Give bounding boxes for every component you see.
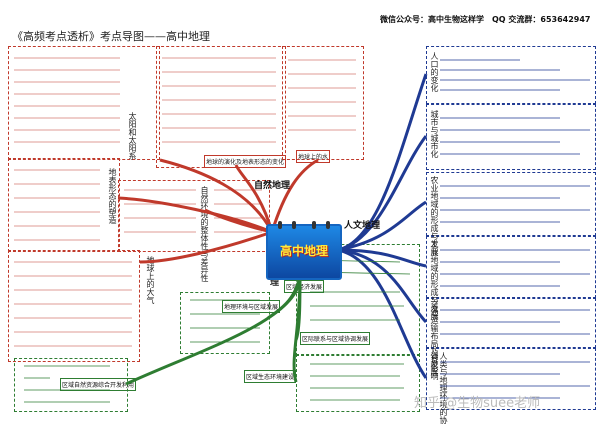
center-label: 高中地理 xyxy=(279,244,328,258)
calendar-ring xyxy=(312,221,316,229)
economy-box xyxy=(180,292,270,354)
calendar-ring xyxy=(278,221,282,229)
evolution-label: 地球的演化及地表形态的变化 xyxy=(204,155,287,168)
qq-text: QQ 交流群：653642947 xyxy=(492,15,591,24)
solar-label: 太阳和太阳系 xyxy=(128,112,137,160)
calendar-ring xyxy=(292,221,296,229)
water-box xyxy=(282,46,364,160)
sustain-box xyxy=(296,354,420,412)
page-title: 《高频考点透析》考点导图——高中地理 xyxy=(12,30,210,43)
transport-box xyxy=(426,298,596,348)
environment-label: 自然环境的整体性与差异性 xyxy=(200,186,209,282)
atmosphere-label: 地球上的大气 xyxy=(146,256,155,304)
relation-label: 区际联系与区域协调发展 xyxy=(300,332,371,345)
industry-box xyxy=(426,236,596,298)
agriculture-box xyxy=(426,172,596,236)
transport-label: 交通运输布局及其影响 xyxy=(430,300,439,380)
wechat-text: 微信公众号：高中生物这样学 xyxy=(380,15,484,24)
watermark: 知乎 @生物suee老师 xyxy=(414,396,541,411)
physical-branch-label: 自然地理 xyxy=(254,181,291,191)
landform-box xyxy=(8,158,120,252)
landform-label: 地表形态的塑造 xyxy=(108,168,117,224)
human-branch-label: 人文地理 xyxy=(344,221,381,231)
population-label: 人口的变化 xyxy=(430,52,439,92)
sustain-label: 地理环境与区域发展 xyxy=(222,300,281,313)
coordination-box xyxy=(426,348,596,410)
resources-box xyxy=(14,358,128,412)
city-label: 城市与城市化 xyxy=(430,110,439,158)
agriculture-label: 农业地域的形成与发展 xyxy=(430,176,439,256)
center-calendar: 高中地理 xyxy=(266,221,342,280)
atmosphere-box xyxy=(8,250,140,362)
economy-label: 区域经济发展 xyxy=(284,280,325,293)
environment-box xyxy=(118,180,270,252)
calendar-ring xyxy=(326,221,330,229)
resources-label: 区域自然资源综合开发利用 xyxy=(60,378,137,391)
coordination-label: 人类与地理环境的协调发展 xyxy=(430,352,448,424)
solar-box xyxy=(8,46,160,160)
industry-label: 工业地域的形成与发展 xyxy=(430,240,439,320)
